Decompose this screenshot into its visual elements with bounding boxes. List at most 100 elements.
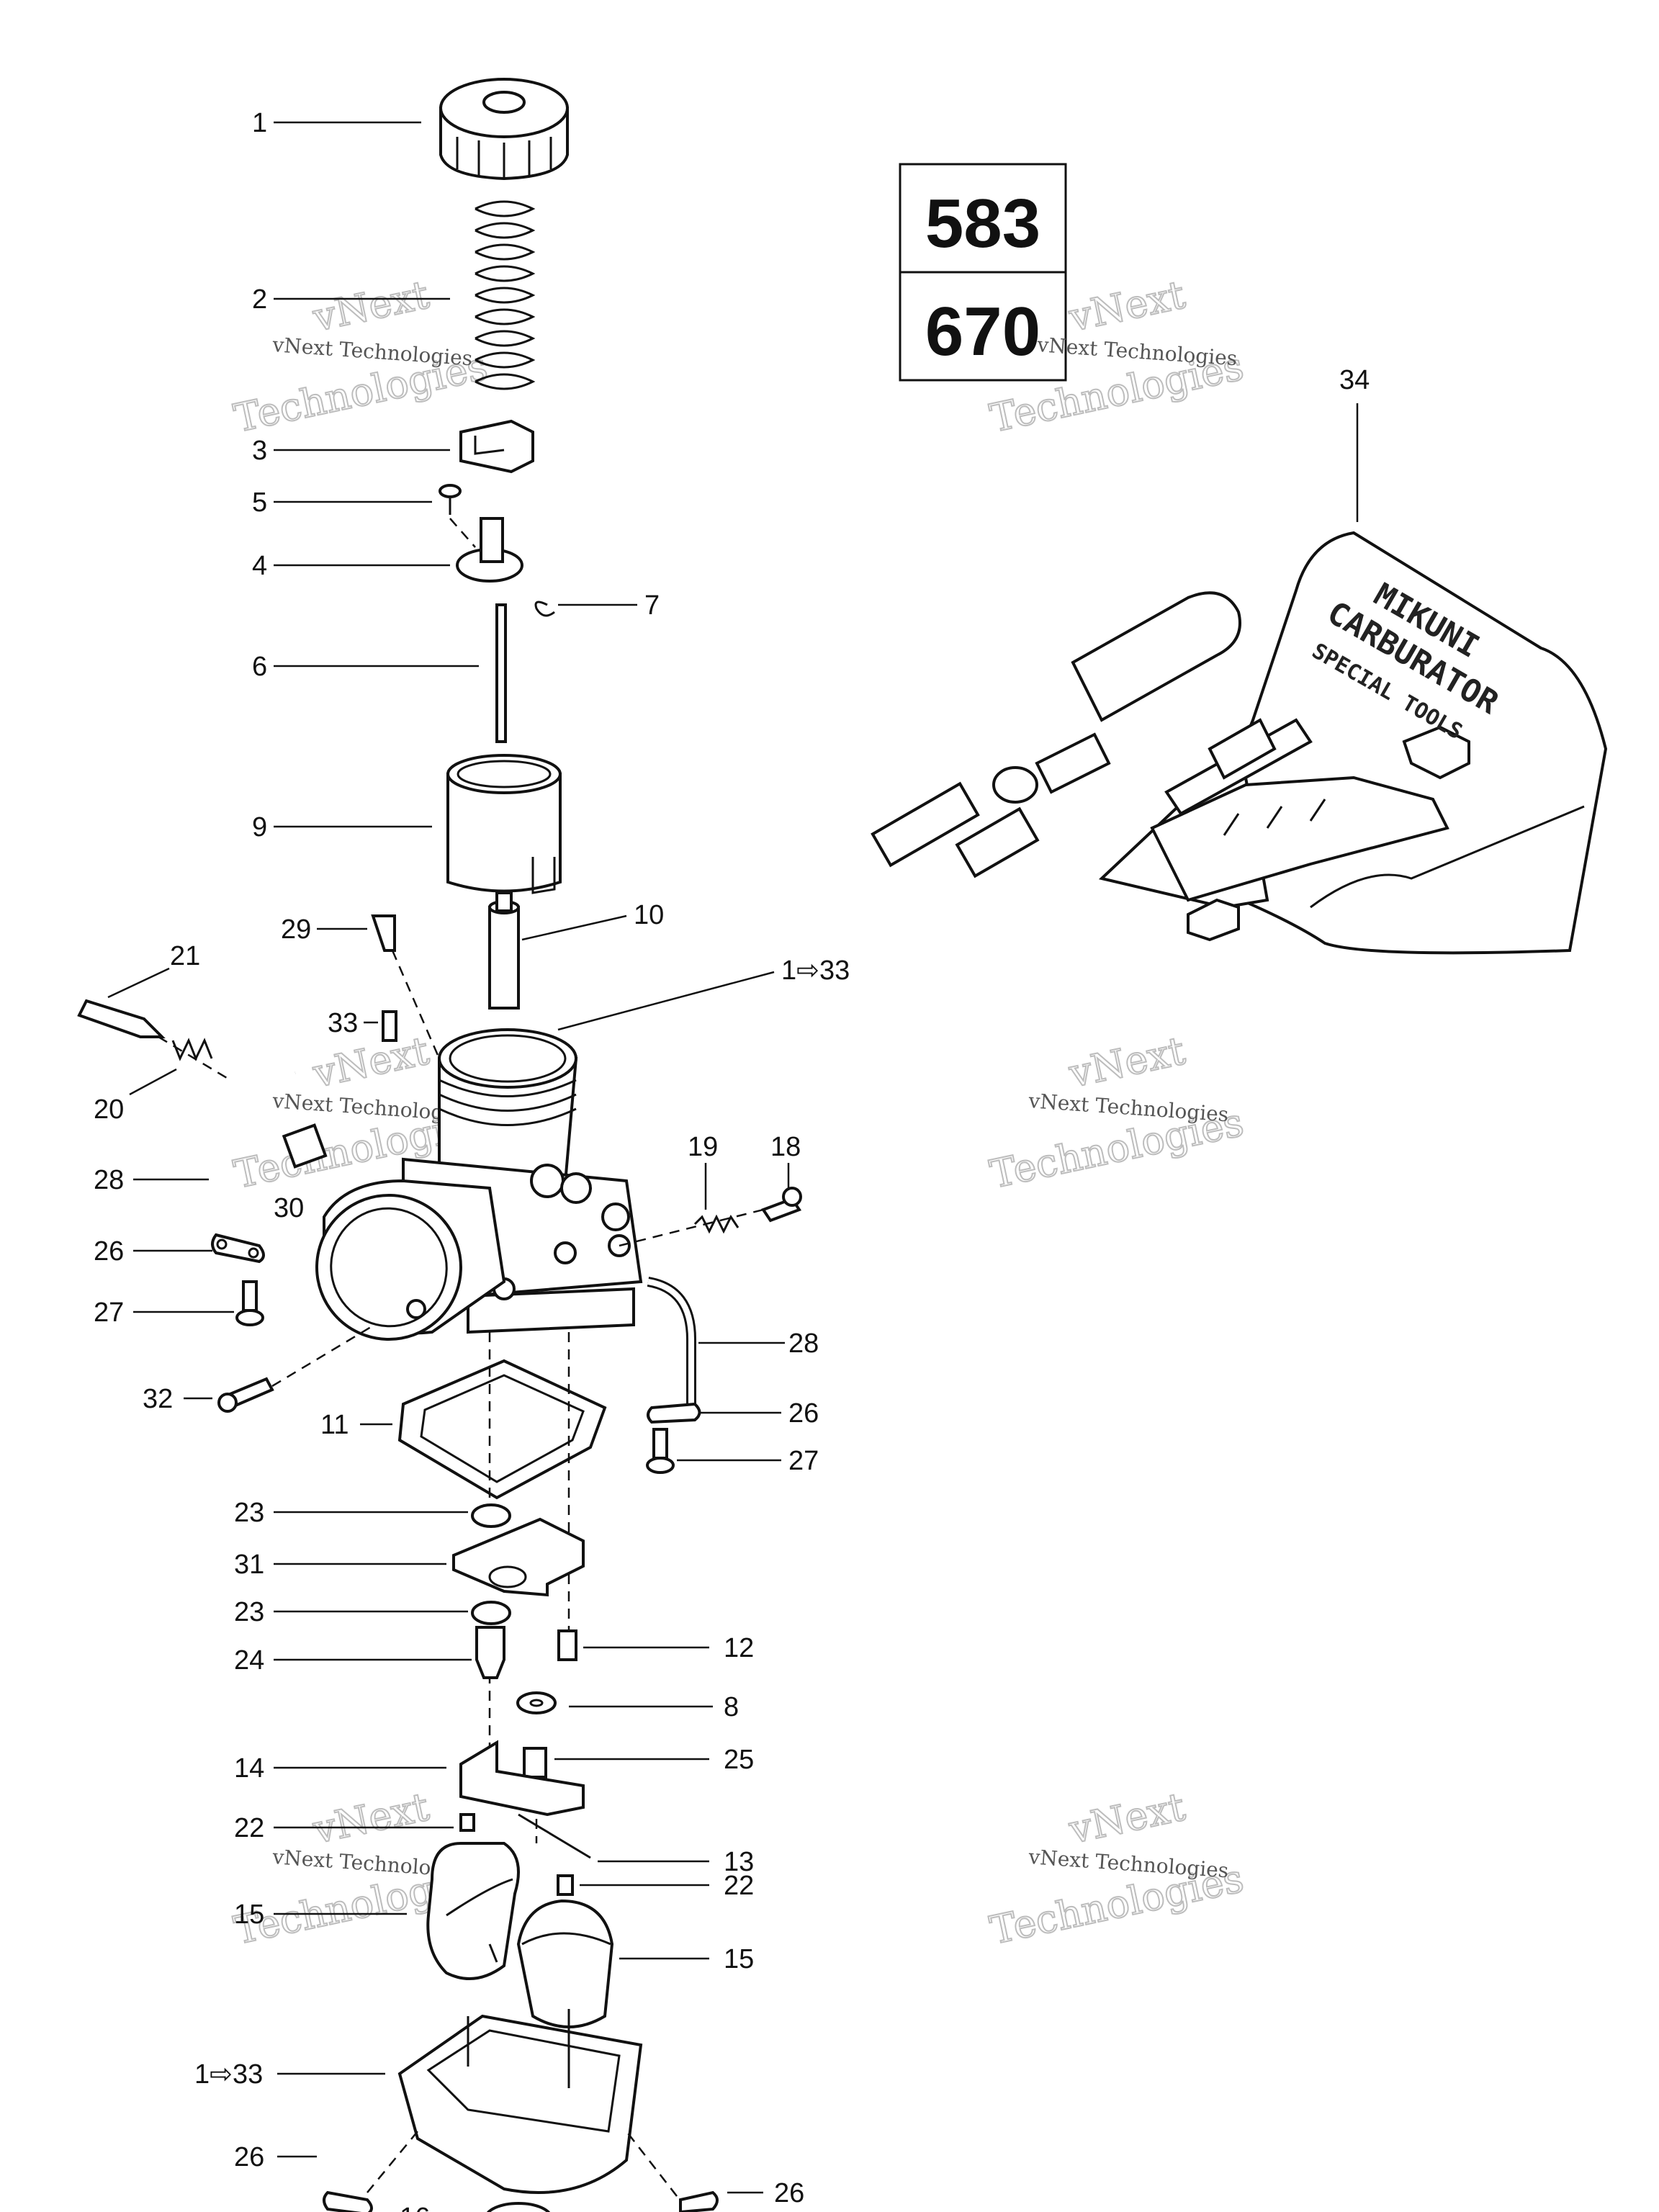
callout-label: 16 [400, 2203, 430, 2212]
callout-label: 23 [234, 1597, 264, 1627]
part-main-jet-holder [475, 1626, 505, 1679]
callout-label: 7 [644, 590, 660, 621]
part-clip-left [211, 1233, 265, 1264]
part-float-bowl [397, 2009, 643, 2194]
part-o-ring-upper [471, 1503, 511, 1528]
callout-label: 26 [788, 1398, 819, 1429]
part-intake-bell [315, 1179, 506, 1341]
callout-label: 27 [94, 1298, 124, 1328]
part-plug [382, 1010, 397, 1042]
callout-label: 9 [252, 812, 267, 842]
part-needle-jet [488, 891, 520, 1010]
callout-label: 19 [688, 1132, 718, 1162]
callout-label: 12 [724, 1633, 754, 1663]
callout-label: 22 [234, 1813, 264, 1843]
callout-label: 30 [274, 1193, 304, 1223]
callout-label: 4 [252, 551, 267, 581]
callout-label: 22 [724, 1871, 754, 1901]
part-e-clip [534, 601, 555, 617]
part-washer [516, 1691, 557, 1714]
callout-label: 2 [252, 284, 267, 315]
part-float-left [426, 1842, 520, 1980]
part-o-ring-lower [471, 1601, 511, 1625]
part-spring [475, 200, 536, 390]
callout-label: 28 [94, 1165, 124, 1195]
part-throttle-valve [446, 754, 562, 894]
watermark-mid-right: vNext Technologies vNext Technologies [986, 1027, 1249, 1197]
watermark-small: vNext Technologies [1028, 1845, 1230, 1882]
part-needle-valve [523, 1747, 547, 1779]
part-float-right [516, 1899, 614, 2028]
part-clip-bottom-left [323, 2131, 418, 2212]
part-idle-spring [693, 1214, 739, 1234]
callout-label: 3 [252, 436, 267, 466]
part-pilot-screw [371, 914, 441, 1059]
callout-label: 29 [281, 914, 311, 945]
watermark-small: vNext Technologies [271, 333, 474, 370]
callout-label: 18 [770, 1132, 801, 1162]
part-hose-right [647, 1277, 696, 1408]
engine-code-670: 670 [925, 293, 1040, 370]
callout-label: 20 [94, 1094, 124, 1125]
callout-label: 8 [724, 1692, 739, 1722]
callout-label: 6 [252, 652, 267, 682]
part-float-tab-right [557, 1874, 574, 1896]
part-air-spring [171, 1038, 213, 1061]
part-idle-screw [760, 1187, 802, 1223]
callout-label: 26 [94, 1236, 124, 1267]
callout-label: 26 [234, 2142, 264, 2172]
callout-label: 10 [634, 900, 664, 930]
callout-label: 5 [252, 487, 267, 518]
watermark-large-a: vNext [1065, 1028, 1190, 1097]
part-air-screw [77, 999, 231, 1082]
watermark-large-a: vNext [309, 1784, 433, 1853]
callout-label: 13 [724, 1847, 754, 1877]
dashed-center-lines [488, 1332, 570, 1843]
part-throttle-stop-screw [217, 1323, 375, 1413]
callout-label: 21 [170, 941, 200, 971]
watermark-large-a: vNext [309, 271, 433, 341]
part-cap [439, 78, 569, 181]
callout-label: 33 [328, 1008, 358, 1038]
part-float-pin [518, 1813, 591, 1859]
callout-label: 1⇨33 [194, 2059, 263, 2090]
callout-label: 31 [234, 1550, 264, 1580]
part-screw-right [646, 1428, 675, 1474]
part-baffle-plate [452, 1517, 585, 1597]
callout-label: 15 [234, 1899, 264, 1930]
part-screw [439, 484, 462, 515]
part-screw-left [235, 1280, 264, 1326]
engine-code-box: 583 670 [899, 163, 1067, 382]
callout-label: 1 [252, 108, 267, 138]
part-hose-left [220, 1070, 296, 1235]
callout-label: 28 [788, 1328, 819, 1359]
part-pilot-jet [557, 1629, 577, 1661]
callout-label: 32 [143, 1384, 173, 1414]
callout-label: 34 [1339, 365, 1370, 395]
watermark-low-right: vNext Technologies vNext Technologies [986, 1783, 1249, 1954]
part-plate [459, 419, 534, 474]
part-float-tab-left [459, 1813, 475, 1832]
part-clip-right [647, 1402, 701, 1424]
watermark-large-a: vNext [1065, 271, 1190, 341]
leader-lines [107, 121, 1359, 2194]
callout-label: 1⇨33 [781, 956, 850, 986]
part-jet-needle [495, 603, 507, 743]
callout-label: 14 [234, 1753, 264, 1784]
part-float-gasket [397, 1359, 607, 1500]
part-sleeve [282, 1123, 328, 1169]
callout-label: 25 [724, 1745, 754, 1775]
part-needle-holder [449, 517, 523, 583]
callout-label: 26 [774, 2178, 804, 2208]
engine-code-583: 583 [925, 185, 1040, 262]
callout-label: 27 [788, 1446, 819, 1476]
dash-line [619, 1208, 764, 1247]
part-clip-bottom-right [626, 2131, 719, 2212]
part-float-arm [459, 1740, 585, 1817]
callout-label: 24 [234, 1645, 264, 1676]
part-bottom-gasket [487, 2202, 550, 2212]
callout-labels: 1 2 3 5 4 7 6 9 29 10 21 1⇨33 33 20 28 3… [94, 108, 1370, 2212]
watermark-top-left: vNext Technologies vNext Technologies [230, 271, 493, 441]
callout-label: 15 [724, 1944, 754, 1974]
